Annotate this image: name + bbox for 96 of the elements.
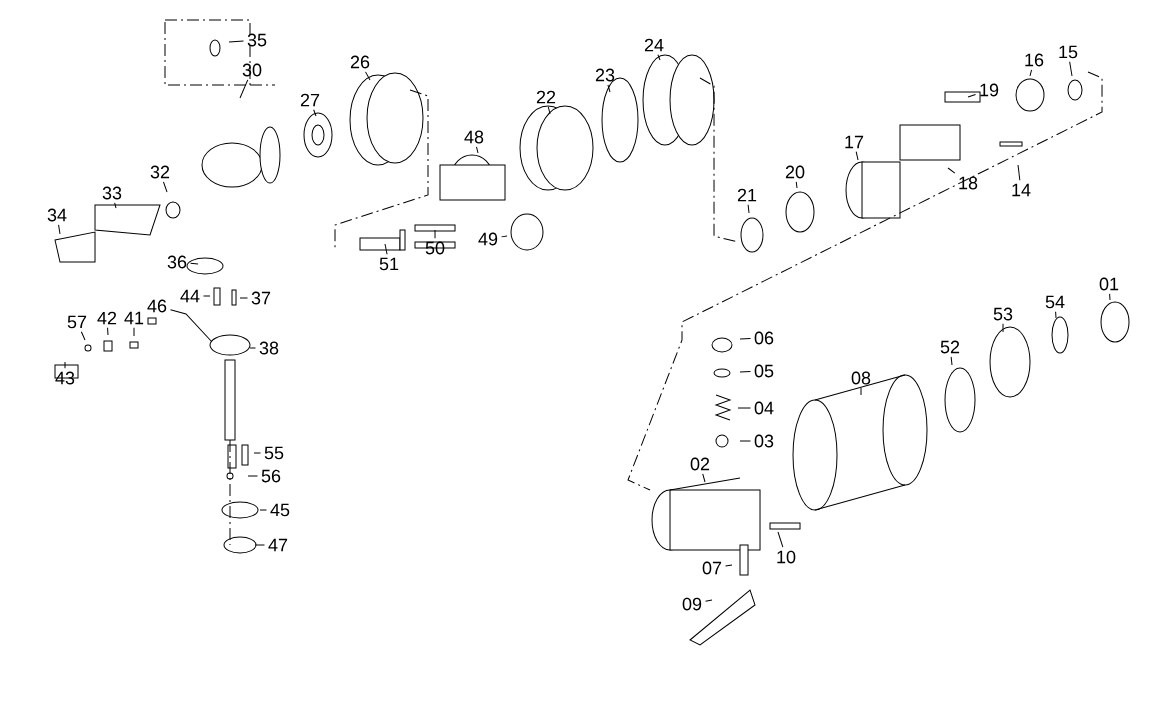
leader-line bbox=[1017, 164, 1021, 181]
leader-line bbox=[133, 327, 135, 337]
leader-line bbox=[739, 338, 751, 340]
callout-number: 34 bbox=[47, 208, 67, 222]
callout-number: 48 bbox=[464, 130, 484, 144]
callout-number: 08 bbox=[851, 371, 871, 385]
callout-number: 27 bbox=[300, 93, 320, 107]
callout-number: 17 bbox=[845, 135, 864, 149]
leader-line bbox=[967, 94, 976, 98]
callout-number: 44 bbox=[180, 289, 200, 303]
callout-number: 52 bbox=[940, 340, 960, 354]
callout-number: 43 bbox=[55, 371, 75, 385]
leader-line bbox=[747, 204, 750, 214]
leader-line bbox=[259, 509, 267, 511]
callout-number: 02 bbox=[690, 457, 710, 471]
leader-line bbox=[64, 361, 66, 369]
callout-number: 37 bbox=[251, 291, 271, 305]
callout-number: 35 bbox=[247, 33, 267, 47]
leader-line bbox=[950, 356, 953, 366]
callout-number: 32 bbox=[150, 165, 170, 179]
callout-number: 06 bbox=[754, 331, 774, 345]
callout-number: 47 bbox=[268, 538, 288, 552]
leader-line bbox=[190, 262, 199, 265]
callout-number: 36 bbox=[167, 255, 187, 269]
leader-line bbox=[702, 473, 706, 483]
callout-number: 33 bbox=[102, 186, 122, 200]
callout-number: 41 bbox=[124, 311, 144, 325]
leader-line bbox=[795, 181, 798, 189]
callout-number: 09 bbox=[682, 597, 702, 611]
leader-line bbox=[114, 202, 117, 209]
leader-line bbox=[58, 224, 61, 235]
leader-line bbox=[705, 599, 713, 602]
callout-number: 38 bbox=[259, 341, 279, 355]
leader-line bbox=[170, 309, 213, 343]
leader-line bbox=[313, 109, 317, 117]
leader-line bbox=[725, 564, 733, 567]
callout-number: 20 bbox=[785, 165, 805, 179]
leader-line bbox=[1029, 69, 1033, 77]
leader-line bbox=[203, 295, 211, 297]
callout-number: 21 bbox=[737, 188, 757, 202]
callout-number: 26 bbox=[350, 55, 370, 69]
leader-line bbox=[1109, 293, 1111, 301]
callout-number: 56 bbox=[261, 469, 281, 483]
leader-line bbox=[249, 347, 256, 349]
callout-number: 16 bbox=[1025, 53, 1044, 67]
callout-number: 01 bbox=[1099, 277, 1119, 291]
leader-line bbox=[1069, 61, 1073, 77]
leader-line bbox=[737, 407, 751, 409]
callout-number: 50 bbox=[425, 241, 445, 255]
leader-line bbox=[860, 387, 862, 396]
leader-line bbox=[777, 531, 784, 548]
leader-line bbox=[657, 54, 661, 61]
leader-line bbox=[228, 40, 244, 43]
leader-line bbox=[607, 84, 611, 93]
leader-line bbox=[107, 327, 109, 336]
callout-number: 04 bbox=[754, 401, 774, 415]
callout-number: 24 bbox=[644, 38, 664, 52]
callout-number: 51 bbox=[379, 257, 399, 271]
callout-number: 07 bbox=[702, 561, 722, 575]
callout-number: 14 bbox=[1012, 183, 1031, 197]
callout-number: 05 bbox=[754, 364, 774, 378]
callout-number: 30 bbox=[242, 63, 262, 77]
leader-line bbox=[1055, 311, 1057, 319]
callout-number: 46 bbox=[147, 299, 167, 313]
leader-line bbox=[239, 297, 248, 299]
leader-line bbox=[253, 452, 261, 454]
callout-number: 22 bbox=[536, 90, 556, 104]
callout-number: 42 bbox=[97, 311, 117, 325]
leader-line bbox=[384, 243, 388, 255]
callout-number: 45 bbox=[270, 503, 290, 517]
callout-number: 18 bbox=[959, 176, 978, 190]
leader-line bbox=[476, 146, 479, 154]
callout-number: 19 bbox=[980, 83, 999, 97]
leader-line bbox=[365, 71, 371, 81]
callout-number: 10 bbox=[777, 550, 796, 564]
callout-number: 15 bbox=[1059, 45, 1078, 59]
leader-line bbox=[1002, 323, 1004, 333]
callout-number: 23 bbox=[595, 68, 615, 82]
leader-line bbox=[739, 440, 751, 442]
leader-line bbox=[739, 371, 751, 373]
callout-number: 03 bbox=[754, 434, 774, 448]
callout-number: 57 bbox=[67, 315, 87, 329]
leader-line bbox=[254, 544, 265, 546]
leader-line bbox=[247, 475, 258, 477]
leader-line bbox=[239, 79, 249, 99]
callout-number: 49 bbox=[478, 232, 498, 246]
callout-number: 53 bbox=[993, 307, 1013, 321]
leader-line bbox=[855, 151, 859, 161]
leader-line bbox=[947, 167, 956, 174]
callout-number: 54 bbox=[1045, 295, 1065, 309]
leader-line bbox=[162, 181, 168, 193]
leader-line bbox=[80, 331, 86, 341]
leader-line bbox=[547, 106, 551, 115]
leader-line bbox=[434, 229, 436, 239]
leader-line bbox=[501, 235, 508, 238]
callout-number: 55 bbox=[264, 446, 284, 460]
